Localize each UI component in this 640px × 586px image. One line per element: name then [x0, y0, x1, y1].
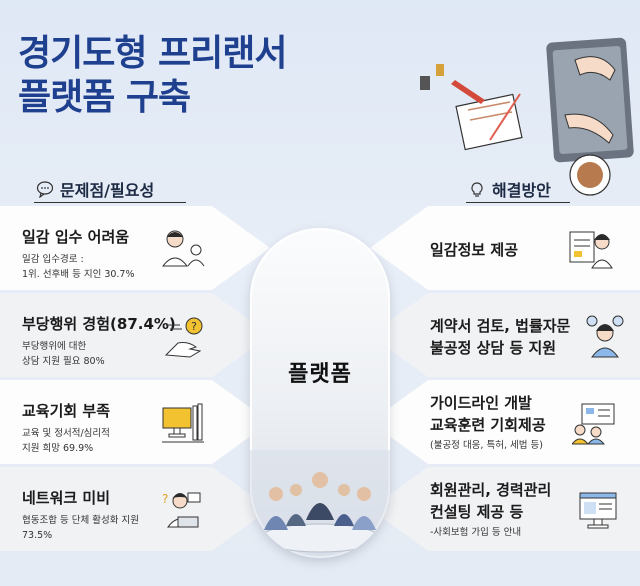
solution-note: (불공정 대응, 특허, 세법 등): [430, 440, 543, 451]
worker-at-desk-icon: [161, 230, 205, 267]
solutions-header-label: 해결방안: [492, 181, 551, 200]
problems-header-label: 문제점/필요성: [60, 181, 155, 200]
problem-detail: 교육 및 정서적/심리적: [22, 428, 110, 439]
problem-heading: 부당행위 경험(87.4%): [22, 315, 176, 333]
problem-detail: 일감 입수경로 :: [22, 254, 84, 265]
solution-line1: 일감정보 제공: [430, 241, 519, 259]
problem-detail: 부당행위에 대한: [22, 341, 87, 352]
solution-line2: 교육훈련 기회제공: [430, 416, 546, 434]
page-title: 경기도형 프리랜서 플랫폼 구축: [18, 32, 287, 120]
problem-heading: 교육기회 부족: [22, 402, 111, 420]
problem-detail: 1위. 선후배 등 지인 30.7%: [22, 269, 135, 280]
problems-header: 문제점/필요성: [36, 178, 154, 200]
solutions-header: 해결방안: [468, 178, 551, 200]
solution-line2: 불공정 상담 등 지원: [430, 339, 557, 357]
solution-card-1: 일감정보 제공: [370, 206, 640, 290]
problem-card-4: 네트워크 미비 협동조합 등 단체 활성화 지원 73.5% ?: [0, 467, 270, 551]
computer-window-icon: [579, 492, 617, 529]
solutions-header-underline: [466, 202, 570, 203]
speech-bubble-icon: [36, 181, 54, 198]
desk-illustration: [420, 37, 634, 196]
problem-card-1: 일감 입수 어려움 일감 입수경로 : 1위. 선후배 등 지인 30.7%: [0, 206, 270, 290]
problem-card-3: 교육기회 부족 교육 및 정서적/심리적 지원 희망 69.9%: [0, 380, 270, 464]
meeting-illustration: [250, 450, 390, 558]
monitor-books-icon: [162, 403, 204, 443]
svg-text:?: ?: [191, 320, 197, 333]
solution-line1: 계약서 검토, 법률자문: [430, 317, 571, 335]
solution-note: -사회보험 가입 등 안내: [430, 527, 522, 538]
solution-card-3: 가이드라인 개발 교육훈련 기회제공 (불공정 대응, 특허, 세법 등): [370, 380, 640, 464]
hand-question-icon: ?: [164, 317, 203, 358]
solution-line1: 가이드라인 개발: [430, 394, 532, 412]
svg-text:?: ?: [162, 492, 168, 506]
problem-detail: 협동조합 등 단체 활성화 지원: [22, 515, 139, 526]
problem-detail: 상담 지원 필요 80%: [22, 356, 105, 367]
job-board-icon: [569, 231, 613, 269]
page-title-line2: 플랫폼 구축: [18, 77, 191, 118]
solution-line1: 회원관리, 경력관리: [430, 481, 552, 499]
solution-card-2: 계약서 검토, 법률자문 불공정 상담 등 지원: [370, 293, 640, 377]
classroom-icon: [572, 403, 615, 445]
problem-heading: 일감 입수 어려움: [22, 228, 130, 246]
platform-pill: 플랫폼: [250, 228, 390, 558]
page-title-line1: 경기도형 프리랜서: [18, 33, 287, 74]
lightbulb-icon: [471, 182, 483, 197]
problem-detail: 73.5%: [22, 530, 53, 541]
solution-card-4: 회원관리, 경력관리 컨설팅 제공 등 -사회보험 가입 등 안내: [370, 467, 640, 551]
platform-label: 플랫폼: [288, 362, 352, 387]
problems-header-underline: [34, 202, 186, 203]
problem-card-2: 부당행위 경험(87.4%) 부당행위에 대한 상담 지원 필요 80% ?: [0, 293, 270, 377]
solution-line2: 컨설팅 제공 등: [430, 503, 524, 521]
problem-detail: 지원 희망 69.9%: [22, 443, 94, 454]
problem-heading: 네트워크 미비: [22, 489, 111, 507]
person-laptop-icon: ?: [162, 492, 201, 528]
consulting-icon: [586, 315, 624, 358]
